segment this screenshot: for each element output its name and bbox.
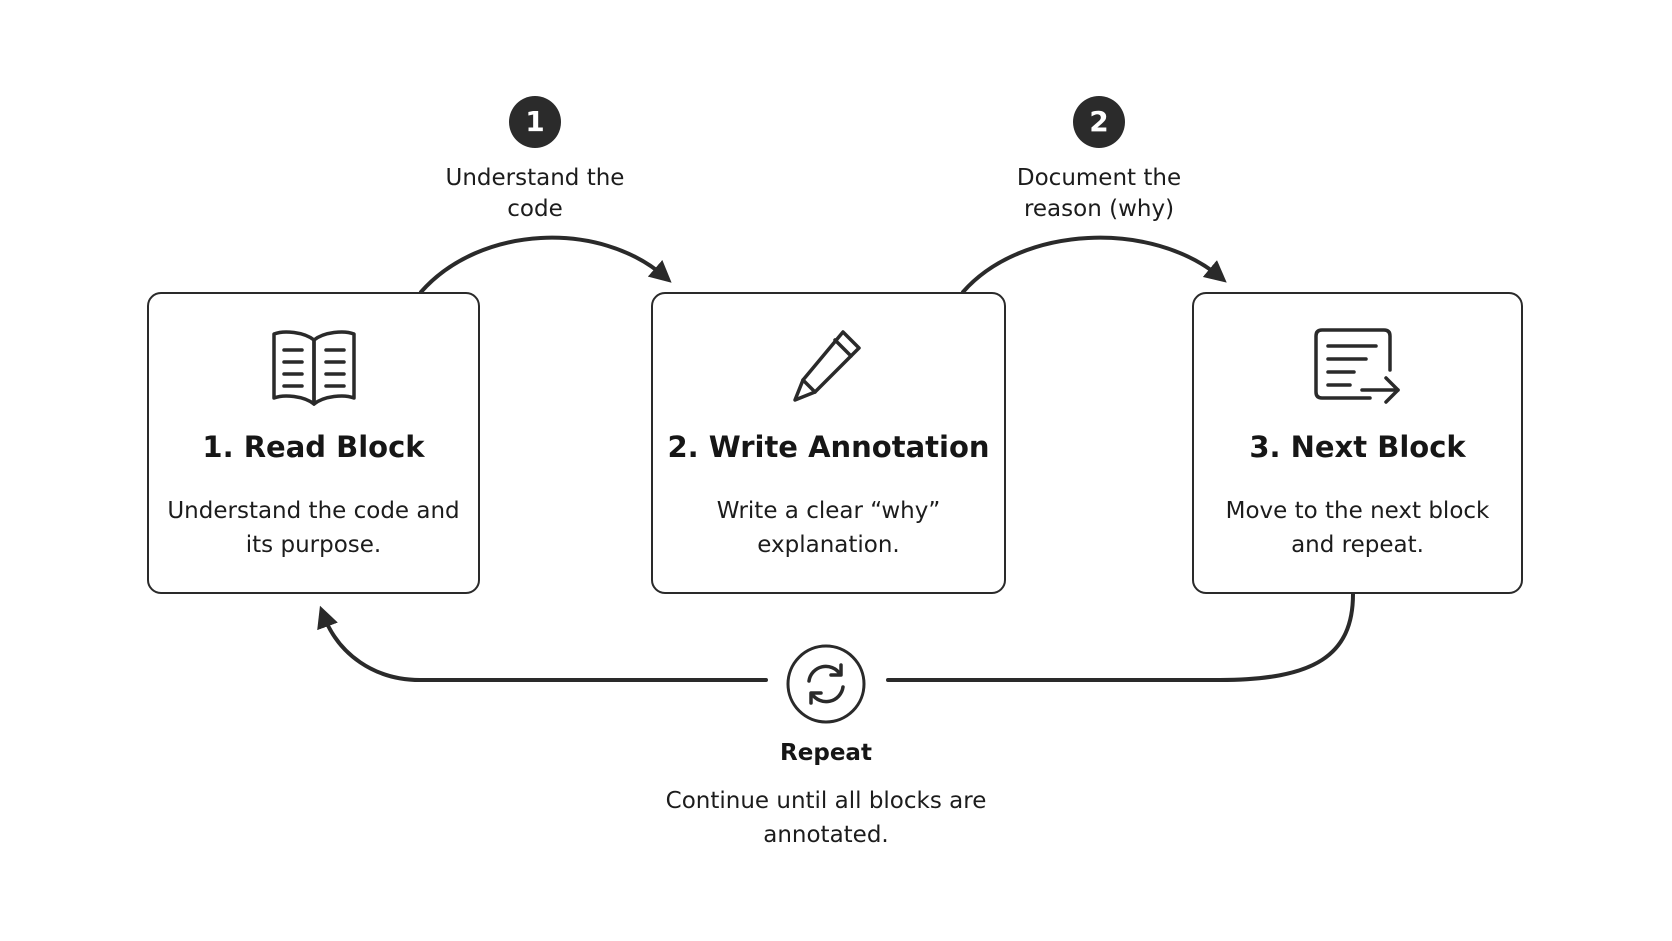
- loop-arrow-right-segment: [886, 592, 1355, 682]
- step-description: Write a clear “why” explanation.: [716, 498, 941, 558]
- step-card-write-annotation: 2. Write Annotation Write a clear “why” …: [651, 292, 1006, 594]
- repeat-description: Continue until all blocks are annotated.: [665, 788, 987, 848]
- transition-label: Document the reason (why): [1016, 165, 1182, 222]
- arrow-step2-to-step3: [961, 235, 1227, 294]
- step-title: 3. Next Block: [1249, 430, 1466, 464]
- step-description: Understand the code and its purpose.: [167, 498, 460, 558]
- transition-label: Understand the code: [445, 165, 625, 222]
- open-book-icon: [271, 330, 356, 406]
- loop-arrow-left-segment: [317, 605, 768, 682]
- transition-number-badge: 1: [509, 96, 561, 148]
- step-title: 1. Read Block: [202, 430, 425, 464]
- step-description: Move to the next block and repeat.: [1225, 498, 1490, 558]
- step-title: 2. Write Annotation: [667, 430, 990, 464]
- repeat-title: Repeat: [780, 740, 872, 766]
- step-card-read-block: 1. Read Block Understand the code and it…: [147, 292, 480, 594]
- pencil-icon: [792, 330, 861, 402]
- refresh-icon: [786, 644, 866, 724]
- arrow-step1-to-step2: [419, 235, 672, 294]
- step-card-next-block: 3. Next Block Move to the next block and…: [1192, 292, 1523, 594]
- document-arrow-icon: [1313, 328, 1400, 404]
- transition-number-badge: 2: [1073, 96, 1125, 148]
